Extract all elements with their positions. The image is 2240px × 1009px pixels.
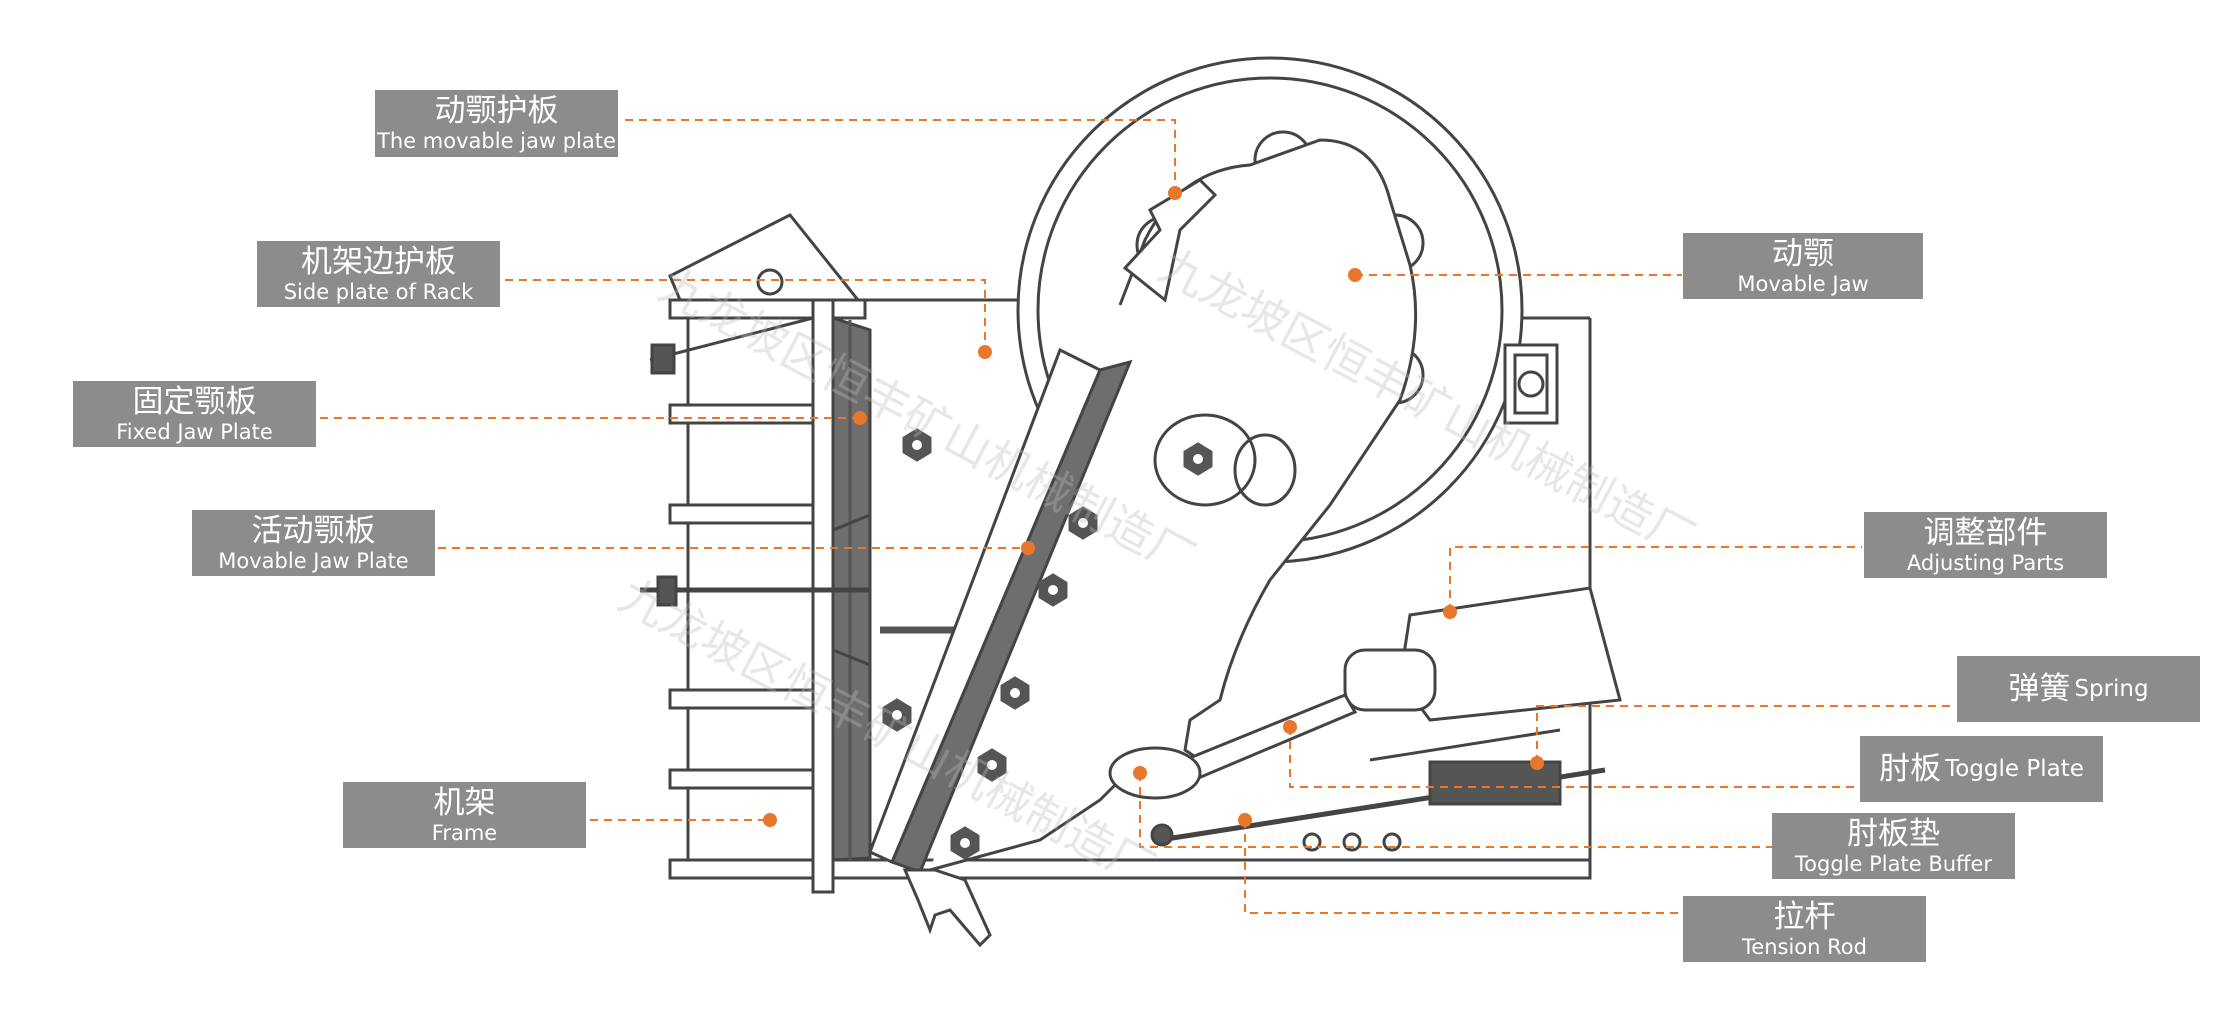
label-en: Adjusting Parts [1906,550,2065,575]
label-fixed-jaw-plate: 固定颚板 Fixed Jaw Plate [73,381,316,447]
leader-lines [320,119,1955,914]
label-en: Movable Jaw [1737,271,1869,296]
label-adjusting-parts: 调整部件 Adjusting Parts [1864,512,2107,578]
label-en: Fixed Jaw Plate [116,419,273,444]
label-zh: 动颚护板 [434,93,559,129]
label-zh: 弹簧 [2008,671,2071,707]
label-tension-rod: 拉杆 Tension Rod [1683,896,1926,962]
label-toggle-plate-buffer: 肘板垫 Toggle Plate Buffer [1772,813,2015,879]
label-en: Toggle Plate [1945,755,2084,782]
label-movable-jaw: 动颚 Movable Jaw [1683,233,1923,299]
label-zh: 固定颚板 [132,383,257,420]
label-en: The movable jaw plate [377,129,616,153]
crusher-drawing [640,56,1622,948]
label-spring: 弹簧 Spring [1957,656,2200,722]
label-en: Tension Rod [1742,934,1867,959]
label-en: Spring [2074,675,2149,702]
label-zh: 调整部件 [1923,514,2048,551]
movable-jaw [929,138,1418,872]
label-movable-jaw-plate: 活动颚板 Movable Jaw Plate [192,510,435,576]
label-zh: 肘板垫 [1847,815,1940,852]
label-en: Frame [431,820,498,845]
label-zh: 机架 [433,784,496,821]
label-toggle-plate: 肘板 Toggle Plate [1860,736,2103,802]
label-zh: 拉杆 [1773,898,1836,935]
label-zh: 机架边护板 [301,243,456,280]
label-en: Movable Jaw Plate [218,548,409,573]
label-zh: 动颚 [1772,235,1834,272]
label-zh: 活动颚板 [251,512,376,549]
label-frame: 机架 Frame [343,782,586,848]
label-en: Toggle Plate Buffer [1794,851,1993,876]
label-side-plate: 机架边护板 Side plate of Rack [257,241,500,307]
label-movable-jaw-guard: 动颚护板 The movable jaw plate [375,90,618,157]
label-en: Side plate of Rack [283,279,474,304]
side-plate-of-rack [668,213,862,302]
frame-ribs [668,403,817,790]
label-zh: 肘板 [1879,751,1942,787]
leader-dots [763,186,1544,827]
